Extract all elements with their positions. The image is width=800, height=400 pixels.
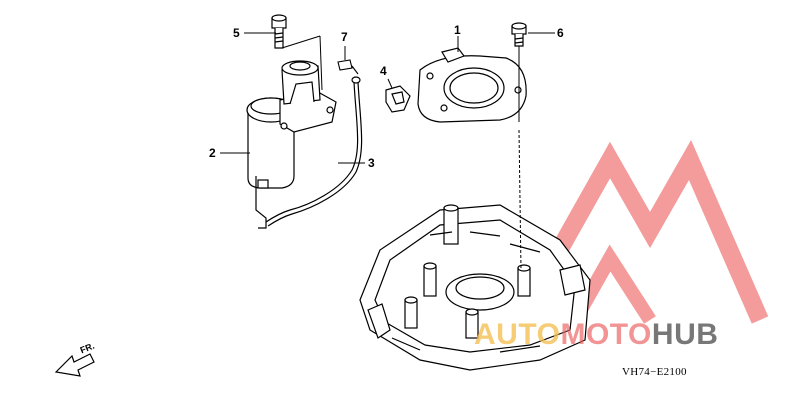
starter-cable bbox=[265, 76, 363, 227]
callout-5: 5 bbox=[233, 26, 240, 40]
bolt-7 bbox=[337, 59, 359, 75]
bolt-5 bbox=[271, 14, 287, 49]
engine-housing bbox=[359, 204, 591, 371]
callout-3: 3 bbox=[368, 156, 375, 170]
starter-motor bbox=[246, 60, 337, 229]
diagram-code: VH74−E2100 bbox=[622, 366, 687, 378]
front-direction-arrow bbox=[54, 353, 95, 377]
leader-lines bbox=[220, 32, 555, 271]
watermark-auto: AUTO bbox=[474, 318, 561, 351]
watermark-text: AUTOMOTOHUB bbox=[474, 318, 718, 352]
callout-2: 2 bbox=[209, 146, 216, 160]
bolt-6 bbox=[511, 22, 527, 47]
callout-7: 7 bbox=[341, 30, 348, 44]
cover-1 bbox=[417, 47, 527, 123]
callout-4: 4 bbox=[380, 64, 387, 78]
clip-4 bbox=[385, 85, 411, 113]
watermark-moto: MOTO bbox=[560, 318, 652, 351]
callout-1: 1 bbox=[454, 23, 461, 37]
callout-6: 6 bbox=[557, 26, 564, 40]
watermark-hub: HUB bbox=[651, 318, 719, 351]
